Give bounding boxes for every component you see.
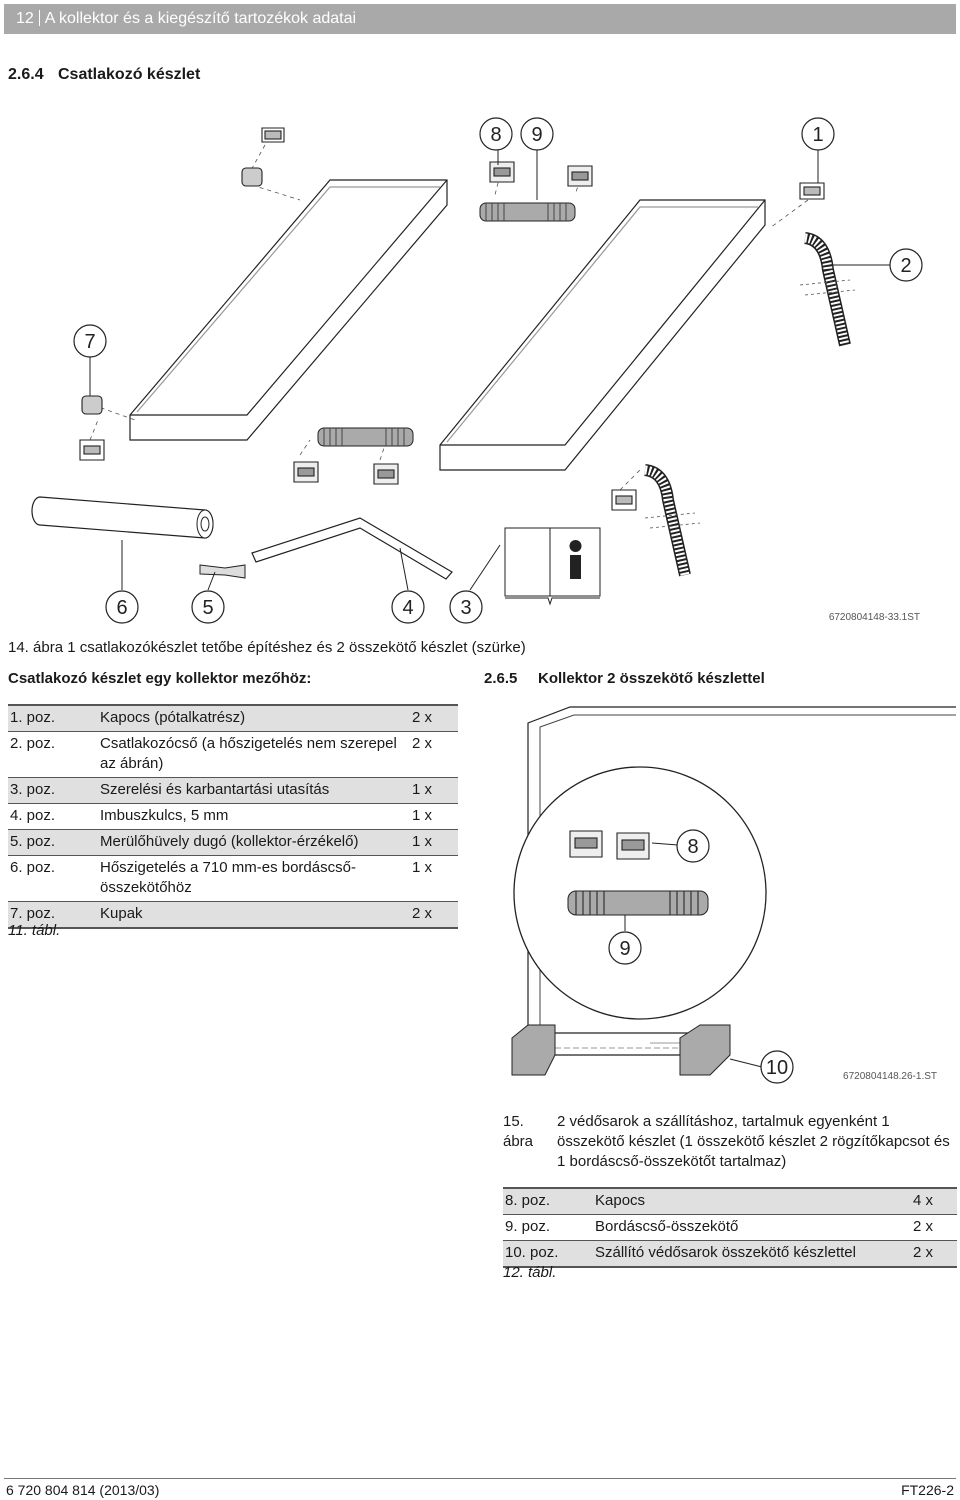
figure-15-caption: 15. ábra 2 védősarok a szállításhoz, tart…	[503, 1112, 953, 1172]
qty-cell: 4 x	[911, 1187, 957, 1215]
qty-cell: 1 x	[410, 829, 458, 856]
callout-1: 1	[812, 124, 823, 146]
desc-cell: Merülőhüvely dugó (kollektor-érzékelő)	[98, 829, 410, 856]
figure-14-code: 6720804148-33.1ST	[829, 612, 920, 623]
table-row: 7. poz. Kupak 2 x	[8, 901, 458, 929]
desc-cell: Bordáscső-összekötő	[593, 1214, 911, 1241]
qty-cell: 2 x	[911, 1240, 957, 1268]
desc-cell: Kapocs (pótalkatrész)	[98, 704, 410, 732]
callout-7: 7	[84, 331, 95, 353]
table-row: 5. poz. Merülőhüvely dugó (kollektor-érz…	[8, 829, 458, 856]
callout-8: 8	[687, 836, 698, 858]
callout-3: 3	[460, 597, 471, 619]
sensor-plug	[199, 564, 246, 579]
section-heading-265: 2.6.5 Kollektor 2 összekötő készlettel	[484, 670, 765, 687]
pos-cell: 4. poz.	[8, 803, 98, 830]
footer-divider	[4, 1478, 956, 1479]
table-row: 6. poz. Hőszigetelés a 710 mm-es bordásc…	[8, 855, 458, 902]
corner-protectors	[511, 1024, 731, 1076]
figure-15-code: 6720804148.26-1.ST	[843, 1071, 937, 1082]
corrugated-connectors	[317, 202, 576, 447]
page-header: 12 A kollektor és a kiegészítő tartozékok…	[4, 4, 956, 34]
qty-cell: 2 x	[410, 704, 458, 732]
section-title: Kollektor 2 összekötő készlettel	[538, 670, 765, 687]
pos-cell: 10. poz.	[503, 1240, 593, 1268]
corrugated-connector	[567, 890, 709, 916]
manual-book	[504, 527, 601, 606]
pos-cell: 2. poz.	[8, 731, 98, 778]
callout-8: 8	[490, 124, 501, 146]
desc-cell: Kupak	[98, 901, 410, 929]
pos-cell: 3. poz.	[8, 777, 98, 804]
figure-15-caption-text: 2 védősarok a szállításhoz, tartalmuk eg…	[557, 1113, 950, 1170]
table-12-label: 12. tábl.	[503, 1264, 557, 1281]
section-number: 2.6.4	[8, 66, 44, 83]
table-row: 1. poz. Kapocs (pótalkatrész) 2 x	[8, 704, 458, 732]
footer-document-number: 6 720 804 814 (2013/03)	[6, 1482, 160, 1498]
pos-cell: 6. poz.	[8, 855, 98, 902]
callout-4: 4	[402, 597, 413, 619]
section-number: 2.6.5	[484, 670, 518, 687]
collector-panel-left	[129, 179, 448, 441]
header-title: A kollektor és a kiegészítő tartozékok a…	[44, 10, 357, 27]
callout-9: 9	[619, 938, 630, 960]
table-12: 8. poz. Kapocs 4 x 9. poz. Bordáscső-öss…	[503, 1187, 957, 1268]
desc-cell: Kapocs	[593, 1187, 911, 1215]
qty-cell: 2 x	[410, 901, 458, 929]
kit-subheading: Csatlakozó készlet egy kollektor mezőhöz…	[8, 670, 312, 687]
pos-cell: 9. poz.	[503, 1214, 593, 1241]
callout-5: 5	[202, 597, 213, 619]
pos-cell: 1. poz.	[8, 704, 98, 732]
table-row: 4. poz. Imbuszkulcs, 5 mm 1 x	[8, 803, 458, 830]
clip-parts	[79, 127, 825, 511]
figure-14: 8 9 1 2 7 6 5 4 3 6720804148-33.1ST	[31, 117, 923, 624]
callout-6: 6	[116, 597, 127, 619]
qty-cell: 1 x	[410, 777, 458, 804]
table-11: 1. poz. Kapocs (pótalkatrész) 2 x 2. poz…	[8, 704, 458, 929]
qty-cell: 1 x	[410, 855, 458, 902]
qty-cell: 1 x	[410, 803, 458, 830]
figure-15-caption-number: 15. ábra	[503, 1113, 534, 1150]
collector-panel-right	[439, 199, 766, 471]
desc-cell: Imbuszkulcs, 5 mm	[98, 803, 410, 830]
table-row: 10. poz. Szállító védősarok összekötő ké…	[503, 1240, 957, 1268]
callout-10: 10	[766, 1057, 788, 1079]
footer-code: FT226-2	[901, 1482, 954, 1498]
pos-cell: 7. poz.	[8, 901, 98, 929]
desc-cell: Csatlakozócső (a hőszigetelés nem szerep…	[98, 731, 410, 778]
table-11-label: 11. tábl.	[8, 922, 61, 939]
table-row: 2. poz. Csatlakozócső (a hőszigetelés ne…	[8, 731, 458, 778]
header-divider	[38, 10, 40, 26]
allen-key	[251, 517, 453, 580]
section-title: Csatlakozó készlet	[58, 66, 201, 83]
qty-cell: 2 x	[911, 1214, 957, 1241]
insulation-tube	[31, 496, 214, 539]
callout-2: 2	[900, 255, 911, 277]
page-number: 12	[16, 10, 34, 27]
connection-hoses	[643, 232, 851, 577]
qty-cell: 2 x	[410, 731, 458, 778]
figure-15: 8 9 10 6720804148.26-1.ST	[511, 706, 956, 1084]
clip-parts	[569, 830, 650, 860]
desc-cell: Szállító védősarok összekötő készlettel	[593, 1240, 911, 1268]
cap-parts	[81, 167, 263, 415]
table-row: 3. poz. Szerelési és karbantartási utasí…	[8, 777, 458, 804]
pos-cell: 8. poz.	[503, 1187, 593, 1215]
section-heading-264: 2.6.4 Csatlakozó készlet	[8, 66, 200, 84]
table-row: 9. poz. Bordáscső-összekötő 2 x	[503, 1214, 957, 1241]
table-row: 8. poz. Kapocs 4 x	[503, 1187, 957, 1215]
figure-14-caption: 14. ábra 1 csatlakozókészlet tetőbe épít…	[8, 639, 526, 656]
pos-cell: 5. poz.	[8, 829, 98, 856]
callout-9: 9	[531, 124, 542, 146]
desc-cell: Szerelési és karbantartási utasítás	[98, 777, 410, 804]
desc-cell: Hőszigetelés a 710 mm-es bordáscső-össze…	[98, 855, 410, 902]
